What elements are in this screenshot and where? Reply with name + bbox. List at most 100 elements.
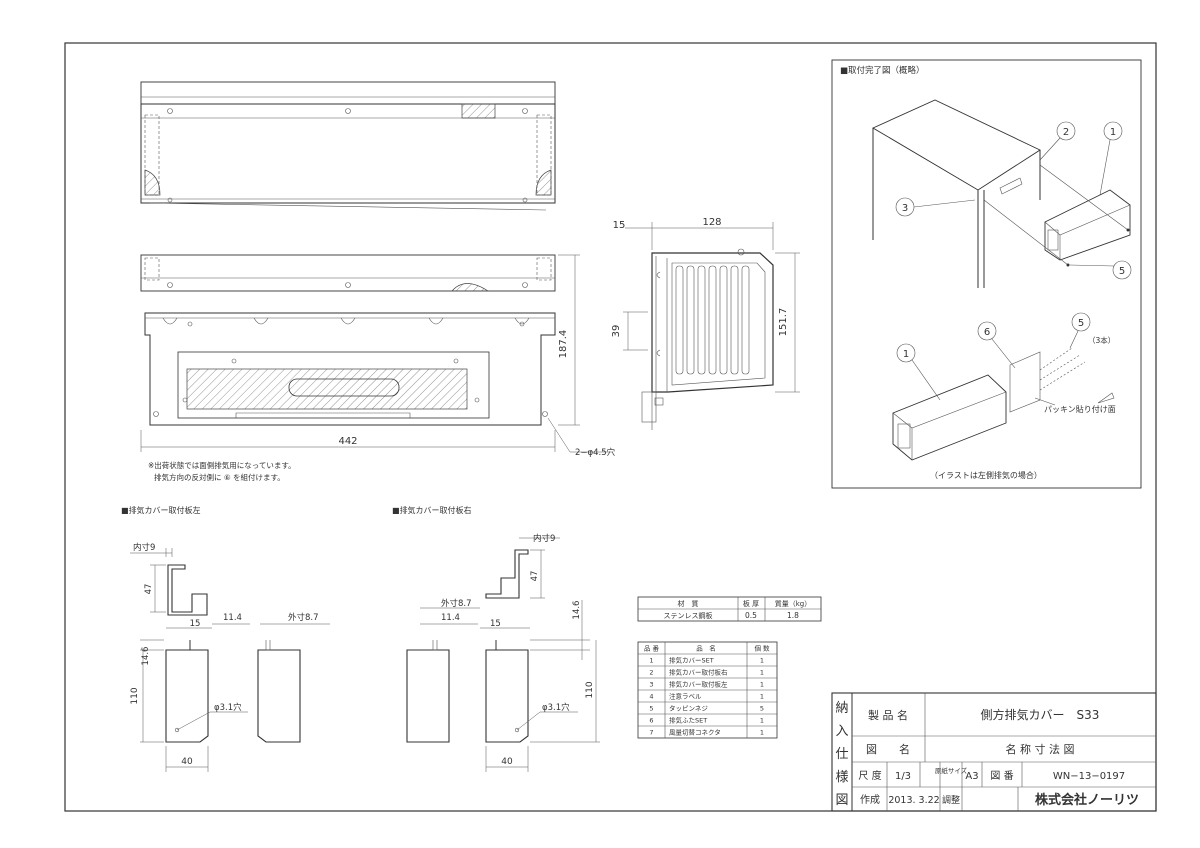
parts-cell: 5 <box>649 705 653 713</box>
parts-header-2: 個 数 <box>754 644 770 653</box>
illustration-caption: （イラストは左側排気の場合） <box>930 470 1042 480</box>
parts-cell: 3 <box>649 681 653 689</box>
plate-right-dims: 内寸9 47 外寸8.7 11.4 15 14.6 110 40 φ3.1穴 <box>420 533 600 772</box>
scale-label: 尺 度 <box>858 769 881 782</box>
adjust-label: 調整 <box>942 794 960 806</box>
parts-cell: 1 <box>760 681 764 689</box>
install-illustration <box>872 99 1131 461</box>
scale-value: 1/3 <box>895 771 911 782</box>
dim-holes: 2−φ4.5穴 <box>575 447 616 458</box>
mt-h2: 板 厚 <box>743 599 759 608</box>
callout-6: 6 <box>984 327 990 338</box>
mt-h1: 材 質 <box>678 599 699 608</box>
dim-187: 187.4 <box>558 330 569 359</box>
note-line-1: ※出荷状態では面側排気用になっています。 <box>148 460 296 470</box>
parts-cell: 排気ふたSET <box>669 716 707 725</box>
plate-right-drawing <box>406 549 529 743</box>
drawing-name: 名 称 寸 法 図 <box>1006 742 1075 756</box>
pl-inner9: 内寸9 <box>133 542 155 553</box>
material-table: 材 質 板 厚 質量（kg） ステンレス鋼板 0.5 1.8 <box>637 596 822 622</box>
parts-cell: 1 <box>760 717 764 725</box>
callout-5-top: 5 <box>1119 266 1125 277</box>
parts-cell: 6 <box>649 717 653 725</box>
dim-128: 128 <box>702 217 721 228</box>
side-view <box>641 248 774 430</box>
note-line-2: 排気方向の反対側に ⑥ を組付けます。 <box>154 472 285 482</box>
pl-d146: 14.6 <box>141 647 151 666</box>
made-date: 2013. 3.22 <box>888 795 939 806</box>
parts-cell: 排気カバー取付板右 <box>669 668 728 677</box>
parts-cell: タッピンネジ <box>669 704 708 713</box>
pr-d110: 110 <box>585 681 595 698</box>
stamp-2: 仕 <box>835 747 848 762</box>
pr-inner9: 内寸9 <box>533 533 555 544</box>
side-dimensions: 15 128 151.7 39 <box>611 217 800 393</box>
callout-qty: （3本） <box>1088 335 1115 345</box>
parts-cell: 1 <box>760 729 764 737</box>
stamp-0: 納 <box>835 701 848 716</box>
parts-cell: 注意ラベル <box>669 692 702 701</box>
parts-cell: 排気カバーSET <box>669 656 714 665</box>
dim-15: 15 <box>613 220 626 231</box>
company-name: 株式会社ノーリツ <box>1035 792 1139 808</box>
pl-d110: 110 <box>130 687 140 704</box>
parts-cell: 1 <box>760 669 764 677</box>
callout-1-top: 1 <box>1110 127 1116 138</box>
plate-left-title: ■排気カバー取付板左 <box>121 505 201 515</box>
dim-151: 151.7 <box>778 308 789 337</box>
callout-3: 3 <box>902 203 908 214</box>
top-view <box>140 81 556 211</box>
stamp-1: 入 <box>835 724 848 739</box>
dim-442: 442 <box>338 436 357 447</box>
pr-d11: 11.4 <box>441 613 460 623</box>
plate-left-drawing <box>165 564 301 743</box>
front-dimensions: 442 187.4 2−φ4.5穴 <box>140 254 616 458</box>
callouts: 2 1 3 5 1 6 5 （3本） パッキン貼り付け面 （イラストは左側排気の… <box>895 121 1132 480</box>
pl-hole: φ3.1穴 <box>214 702 242 713</box>
install-panel <box>831 59 1142 489</box>
drawing-number: WN−13−0197 <box>1053 771 1125 782</box>
callout-1-bottom: 1 <box>903 349 909 360</box>
product-label: 製 品 名 <box>868 708 908 722</box>
pl-d11: 11.4 <box>223 613 242 623</box>
mt-h3: 質量（kg） <box>775 599 812 608</box>
pr-d47: 47 <box>530 571 540 582</box>
parts-cell: 風量切替コネクタ <box>669 728 721 737</box>
parts-cell: 5 <box>760 705 764 713</box>
made-label: 作成 <box>860 794 880 806</box>
paper-label: 原紙サイズ <box>935 766 968 775</box>
dim-39: 39 <box>611 325 622 338</box>
parts-header-1: 品 名 <box>696 644 716 653</box>
parts-cell: 1 <box>760 693 764 701</box>
pr-hole: φ3.1穴 <box>542 702 570 713</box>
pr-d40: 40 <box>501 757 513 767</box>
parts-cell: 4 <box>649 693 653 701</box>
pr-d146: 14.6 <box>572 601 582 620</box>
callout-5-bottom: 5 <box>1078 318 1084 329</box>
product-name: 側方排気カバー S33 <box>981 707 1100 722</box>
parts-cell: 2 <box>649 669 653 677</box>
parts-cell: 7 <box>649 729 653 737</box>
pr-d15: 15 <box>490 619 501 629</box>
drawing-label: 図 名 <box>866 742 910 756</box>
title-block: 納 入 仕 様 図 製 品 名 側方排気カバー S33 図 名 名 称 寸 法 … <box>831 692 1157 812</box>
pl-outer87: 外寸8.7 <box>288 612 319 623</box>
plate-left-dims: 内寸9 47 15 11.4 外寸8.7 14.6 110 40 φ3.1穴 <box>130 542 330 772</box>
gasket-label: パッキン貼り付け面 <box>1044 404 1116 414</box>
mt-c2: 0.5 <box>745 611 757 620</box>
install-title: ■取付完了図（概略） <box>840 65 925 76</box>
number-label: 図 番 <box>990 770 1013 782</box>
parts-header-0: 品 番 <box>644 645 660 653</box>
pl-d15: 15 <box>190 619 201 629</box>
callout-2: 2 <box>1063 127 1069 138</box>
sheet-frame <box>64 42 1157 812</box>
parts-cell: 1 <box>760 657 764 665</box>
plate-right-title: ■排気カバー取付板右 <box>392 505 472 515</box>
mt-c3: 1.8 <box>787 611 799 620</box>
pr-outer87: 外寸8.7 <box>441 598 472 609</box>
paper-value: A3 <box>965 771 978 782</box>
stamp-3: 様 <box>835 770 848 785</box>
parts-cell: 1 <box>649 657 653 665</box>
